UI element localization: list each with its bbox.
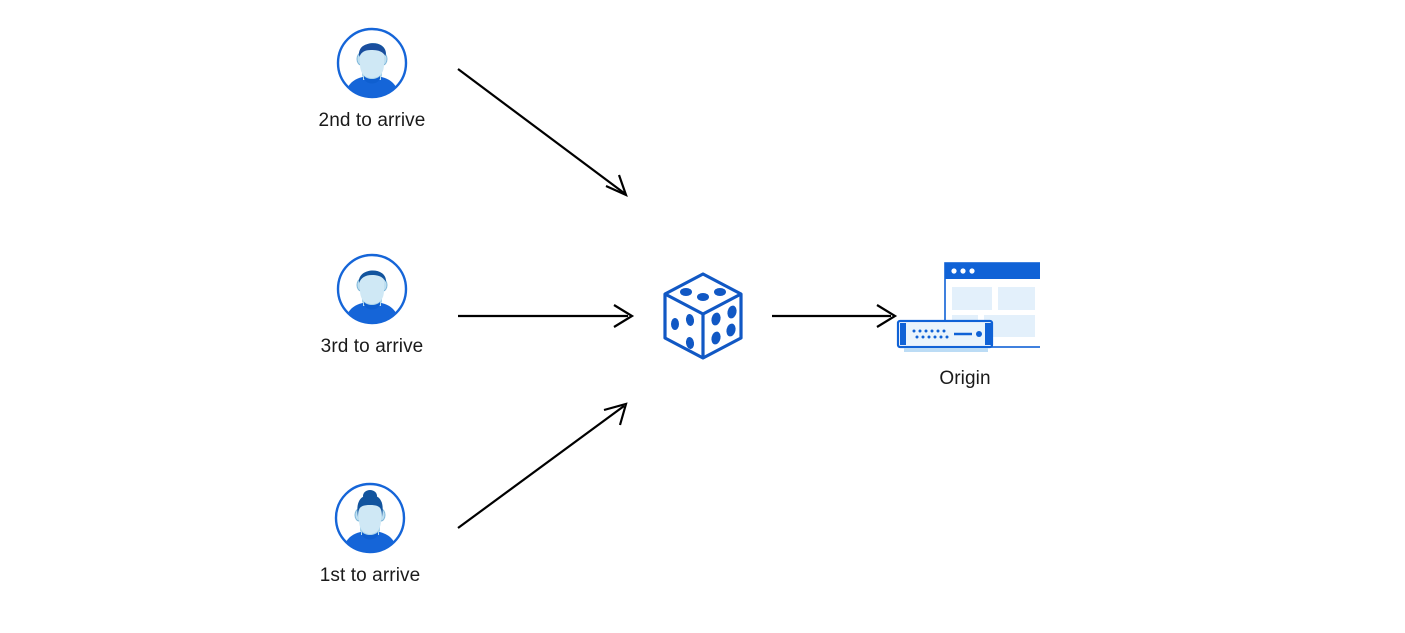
node-client-2nd[interactable]: 2nd to arrive — [292, 26, 452, 133]
server-device-icon — [896, 319, 994, 352]
server-led-icon — [976, 331, 982, 337]
user-avatar-icon — [334, 482, 406, 554]
edge-3rd-to-dice — [458, 304, 635, 328]
server-vent-grid — [912, 329, 949, 339]
dice-face-left — [671, 314, 695, 349]
origin-server-icon — [896, 262, 1040, 352]
edge-1st-to-dice — [457, 402, 628, 529]
browser-dot-2 — [960, 268, 966, 274]
browser-content-block — [952, 287, 992, 310]
user-avatar-icon — [336, 253, 408, 325]
user-avatar-icon — [336, 27, 408, 99]
edge-2nd-to-dice — [457, 68, 628, 198]
browser-content-block — [998, 287, 1035, 310]
node-label-client-3rd: 3rd to arrive — [320, 336, 424, 357]
node-client-3rd[interactable]: 3rd to arrive — [292, 252, 452, 359]
node-label-client-2nd: 2nd to arrive — [318, 110, 426, 131]
node-label-client-1st: 1st to arrive — [319, 565, 421, 586]
node-label-origin: Origin — [939, 368, 991, 389]
dice-icon — [663, 272, 743, 360]
dice-face-top — [680, 288, 726, 301]
browser-dot-3 — [969, 268, 975, 274]
browser-dot-1 — [951, 268, 957, 274]
dice-face-right — [711, 305, 737, 345]
node-origin[interactable]: Origin — [875, 258, 1055, 391]
node-client-1st[interactable]: 1st to arrive — [290, 481, 450, 588]
browser-content-block — [984, 315, 1035, 337]
node-randomizer[interactable] — [648, 261, 758, 371]
